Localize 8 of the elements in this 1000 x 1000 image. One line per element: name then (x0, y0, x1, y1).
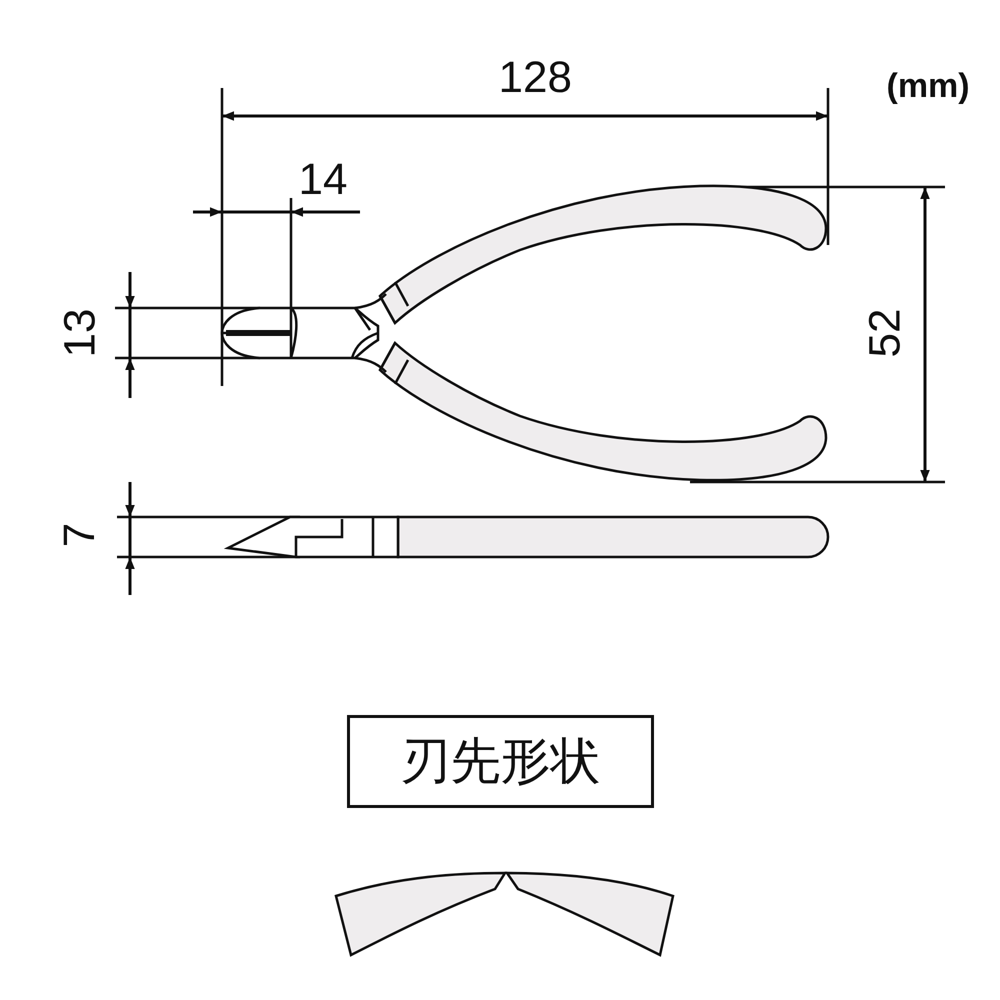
dimension-value: 13 (58, 308, 102, 358)
title-box (347, 715, 654, 808)
dimension-value: 128 (498, 56, 572, 100)
title-text: 刃先形状 (400, 731, 600, 792)
dimension-value: 7 (58, 522, 102, 548)
unit-label: (mm) (886, 69, 970, 103)
dimension-value: 14 (298, 158, 348, 202)
dimension-value: 52 (862, 308, 907, 358)
